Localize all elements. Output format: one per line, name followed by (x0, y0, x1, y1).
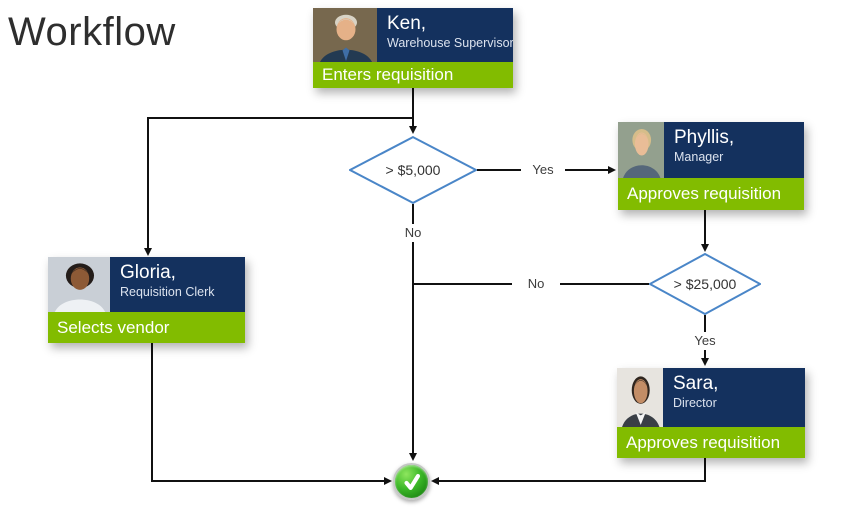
node-sara-identity: Sara, Director (663, 368, 724, 427)
connector-branch-to-gloria (144, 117, 413, 256)
page-title: Workflow (8, 10, 176, 54)
decision-label: > $25,000 (673, 276, 737, 292)
connector-sara-to-check (431, 458, 706, 485)
person-name: Phyllis, (674, 127, 735, 148)
edge-label-no-5000: No (391, 224, 435, 242)
action-label: Approves requisition (617, 427, 805, 458)
phyllis-avatar (618, 122, 664, 178)
person-role: Director (673, 395, 717, 410)
node-ken[interactable]: Ken, Warehouse Supervisor Enters requisi… (313, 8, 513, 88)
node-gloria-header: Gloria, Requisition Clerk (48, 257, 245, 312)
node-ken-header: Ken, Warehouse Supervisor (313, 8, 513, 62)
edge-label-no-25000: No (512, 275, 560, 293)
decision-over-5000[interactable]: > $5,000 (349, 136, 477, 204)
node-phyllis[interactable]: Phyllis, Manager Approves requisition (618, 122, 804, 210)
node-gloria[interactable]: Gloria, Requisition Clerk Selects vendor (48, 257, 245, 343)
person-role: Requisition Clerk (120, 284, 215, 299)
node-sara-header: Sara, Director (617, 368, 805, 427)
person-name: Gloria, (120, 262, 176, 283)
checkmark-glyph (403, 473, 420, 490)
person-name: Sara, (673, 373, 719, 394)
action-label: Selects vendor (48, 312, 245, 343)
decision-over-25000[interactable]: > $25,000 (649, 253, 761, 315)
edge-label-yes-25000: Yes (683, 332, 727, 350)
person-role: Manager (674, 149, 724, 164)
decision-label: > $5,000 (385, 162, 441, 178)
action-label: Enters requisition (313, 62, 513, 88)
check-icon[interactable] (393, 463, 430, 500)
diamond-shape (649, 253, 761, 315)
sara-avatar (617, 368, 663, 427)
edge-label-yes-5000: Yes (521, 161, 565, 179)
node-gloria-identity: Gloria, Requisition Clerk (110, 257, 220, 312)
node-phyllis-header: Phyllis, Manager (618, 122, 804, 178)
node-phyllis-identity: Phyllis, Manager (664, 122, 740, 178)
person-name: Ken, (387, 13, 427, 34)
diamond-shape (349, 136, 477, 204)
node-ken-identity: Ken, Warehouse Supervisor (377, 8, 513, 62)
ken-avatar (313, 8, 377, 62)
connector-gloria-to-check (151, 343, 392, 485)
action-label: Approves requisition (618, 178, 804, 210)
gloria-avatar (48, 257, 110, 312)
person-role: Warehouse Supervisor (387, 35, 513, 50)
node-sara[interactable]: Sara, Director Approves requisition (617, 368, 805, 458)
